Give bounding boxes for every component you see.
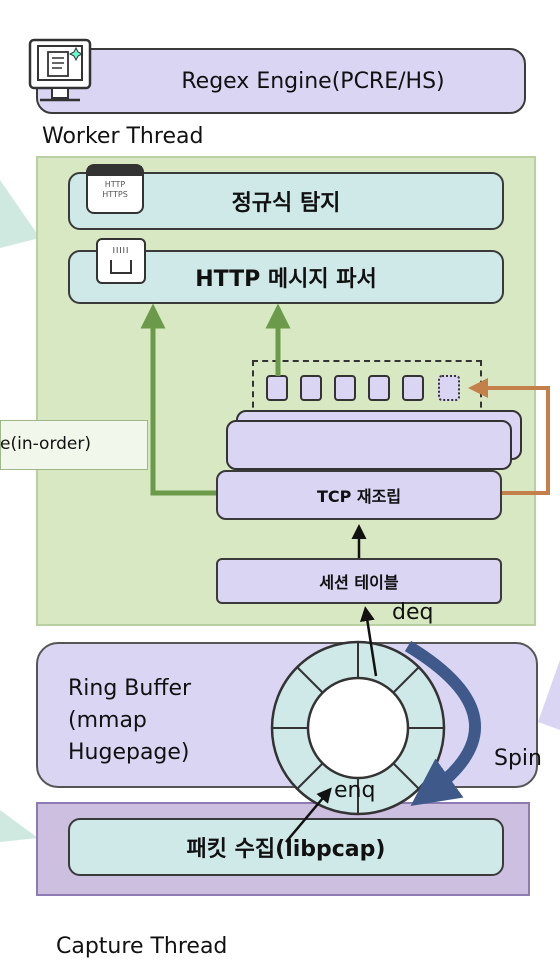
tcp-reassembly-label: TCP 재조립 [316,487,402,506]
spin-label: Spin [494,746,542,771]
network-port-icon-text: IIIII [112,246,130,255]
ring-buffer-label-line1: Ring Buffer [68,676,192,701]
right-wedge [538,660,560,730]
queue-slot-empty [438,375,460,401]
left-wedge-top [0,180,40,248]
regex-engine-box: Regex Engine(PCRE/HS) [36,48,526,114]
ring-buffer-circle [270,640,446,816]
ring-buffer-label-line3: Hugepage) [68,740,190,765]
side-note-text: e(in-order) [0,434,92,454]
enq-label: enq [334,778,376,803]
spin-arrow [404,640,481,807]
http-parser-label: HTTP 메시지 파서 [195,267,377,292]
ring-buffer-label-line2: (mmap [68,708,147,733]
regex-engine-label: Regex Engine(PCRE/HS) [181,68,445,94]
regex-detect-label: 정규식 탐지 [231,191,341,216]
network-port-icon: IIIII [96,238,146,284]
tcp-reassembly-box: TCP 재조립 [216,470,502,520]
orange-arrow-tcp-to-queue [468,378,550,495]
browser-titlebar [88,166,142,176]
browser-icon-text-2: HTTPS [102,190,128,199]
deq-arrow [359,606,378,677]
deq-label: deq [392,600,434,625]
queue-slot [334,375,356,401]
worker-thread-title: Worker Thread [42,124,204,149]
session-table-box: 세션 테이블 [216,558,502,604]
queue-slot [300,375,322,401]
browser-window-icon: HTTP HTTPS [86,164,144,214]
network-port-socket [110,260,132,274]
enq-arrow [285,787,332,843]
tcp-stack-back-1 [226,420,512,470]
side-note-box [0,420,148,470]
queue-slot [368,375,390,401]
packet-capture-box: 패킷 수집(libpcap) [68,818,504,876]
session-table-label: 세션 테이블 [319,573,399,592]
queue-slot [402,375,424,401]
green-arrow-tcp-to-parser [140,303,216,496]
browser-icon-text-1: HTTP [104,180,126,189]
capture-thread-title: Capture Thread [56,934,228,959]
left-wedge-bottom [0,810,38,842]
